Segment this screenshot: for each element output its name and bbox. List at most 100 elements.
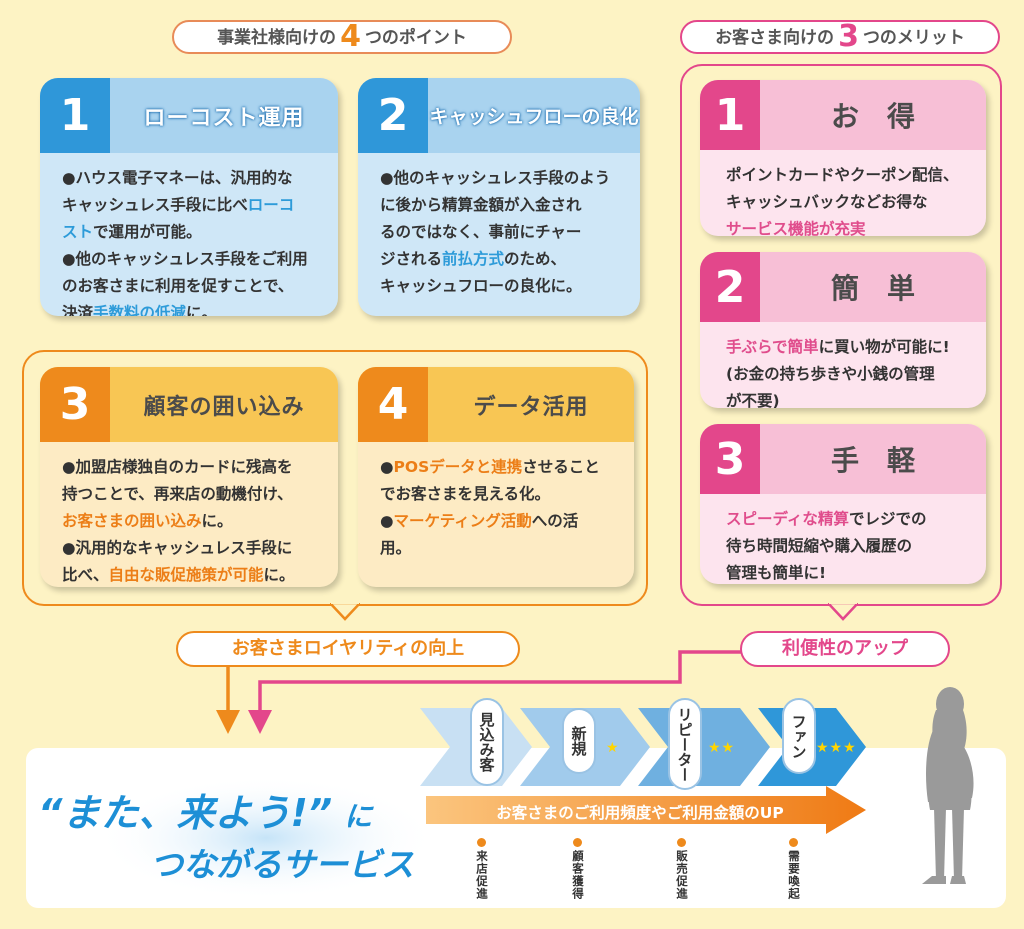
highlight-text: POSデータと連携 [393,458,523,476]
convenience-label: 利便性のアップ [740,631,950,667]
action-label: 需要喚起 [787,850,801,900]
stage-stars: ★ [606,740,620,756]
point-number: 1 [40,78,110,153]
loyalty-label: お客さまロイヤリティの向上 [176,631,520,667]
orange-frame-pointer [330,603,360,621]
stage-stars: ★★★ [816,740,857,756]
body-line: でお客さまを見える化。 [380,481,618,508]
body-line: 持つことで、再来店の動機付け、 [62,481,322,508]
body-text: ●ハウス電子マネーは、汎用的な [62,169,293,187]
body-text: (お金の持ち歩きや小銭の管理 [726,365,935,383]
body-line: キャッシュレス手段に比べローコ [62,192,322,219]
body-line: ポイントカードやクーポン配信、 [726,162,970,189]
highlight-text: スト [62,223,94,241]
action-dot [477,838,486,847]
body-text: キャッシュフローの良化に。 [380,277,582,295]
stage-label: 見込み客 [470,698,504,786]
body-text: 決済 [62,304,94,316]
body-line: 管理も簡単に! [726,560,970,584]
usage-up-label: お客さまのご利用頻度やご利用金額のUP [496,804,784,822]
point-body: ●POSデータと連携させることでお客さまを見える化。●マーケティング活動への活用… [358,442,634,587]
body-text: させること [522,458,600,476]
merit-body: スピーディな精算でレジでの待ち時間短縮や購入履歴の管理も簡単に! [700,494,986,584]
body-text: でお客さまを見える化。 [380,485,551,503]
body-text: のため、 [504,250,567,268]
body-text: 用。 [380,539,412,557]
body-text: ポイントカードやクーポン配信、 [726,166,959,184]
body-line: ●他のキャッシュレス手段をご利用 [62,246,322,273]
body-line: ●マーケティング活動への活 [380,508,618,535]
highlight-text: スピーディな [726,510,818,528]
point-title: データ活用 [473,394,589,420]
body-text: ●加盟店様独自のカードに残高を [62,458,293,476]
merit-number: 3 [700,424,760,494]
body-text: ●他のキャッシュレス手段のよう [380,169,611,187]
body-text: に買い物が可能に! [818,338,950,356]
point-number: 3 [40,367,110,442]
body-text: ●他のキャッシュレス手段をご利用 [62,250,308,268]
point-card-3: 3 顧客の囲い込み ●加盟店様独自のカードに残高を持つことで、再来店の動機付け、お… [40,367,338,587]
body-text: 比べ、 [62,566,109,584]
highlight-text: サービス機能が充実 [726,220,866,236]
body-text: キャッシュレス手段に比べ [62,196,248,214]
slogan-glow [96,776,436,898]
body-text: 待ち時間短縮や購入履歴の [726,537,913,555]
merit-number: 2 [700,252,760,322]
merit-body: ポイントカードやクーポン配信、キャッシュバックなどお得なサービス機能が充実 [700,150,986,236]
body-line: 比べ、自由な販促施策が可能に。 [62,562,322,587]
body-text: に。 [186,304,218,316]
body-line: に後から精算金額が入金され [380,192,624,219]
body-line: 待ち時間短縮や購入履歴の [726,533,970,560]
highlight-text: ローコ [247,196,295,214]
body-line: キャッシュフローの良化に。 [380,273,624,300]
merit-number: 1 [700,80,760,150]
body-text: 管理も簡単に! [726,564,827,582]
body-line: のお客さまに利用を促すことで、 [62,273,322,300]
customer-silhouette-icon [922,687,974,884]
highlight-text: 手数料の低減 [93,304,187,316]
body-text: に。 [201,512,233,530]
stage-label: 新規 [562,708,596,774]
body-line: お客さまの囲い込みに。 [62,508,322,535]
body-line: るのではなく、事前にチャー [380,219,624,246]
usage-up-arrow [426,786,866,834]
action-dot [573,838,582,847]
body-text: ● [380,512,394,530]
body-line: ジされる前払方式のため、 [380,246,624,273]
body-line: スピーディな精算でレジでの [726,506,970,533]
merit-body: 手ぶらで簡単に買い物が可能に! (お金の持ち歩きや小銭の管理が不要) [700,322,986,408]
highlight-text: 簡単 [787,338,819,356]
merit-title: 簡単 [830,272,943,305]
body-text: ● [380,458,394,476]
point-body: ●他のキャッシュレス手段のように後から精算金額が入金されるのではなく、事前にチャ… [358,153,640,316]
body-text: 持つことで、再来店の動機付け、 [62,485,293,503]
point-number: 2 [358,78,428,153]
action-label: 販売促進 [675,850,689,900]
body-text: のお客さまに利用を促すことで、 [62,277,294,295]
body-line: ●ハウス電子マネーは、汎用的な [62,165,322,192]
action-label: 来店促進 [475,850,489,900]
slogan-line2: つながるサービス [150,845,414,884]
body-line: ●加盟店様独自のカードに残高を [62,454,322,481]
body-text: が不要) [726,392,780,408]
body-line: キャッシュバックなどお得な [726,189,970,216]
body-line: (お金の持ち歩きや小銭の管理 [726,361,970,388]
action-dot [677,838,686,847]
body-line: ●汎用的なキャッシュレス手段に [62,535,322,562]
body-text: ジされる [380,250,443,268]
highlight-text: 手ぶらで [726,338,788,356]
stage-label: ファン [782,698,816,774]
body-line: 手ぶらで簡単に買い物が可能に! [726,334,970,361]
body-line: ストで運用が可能。 [62,219,322,246]
pink-frame-pointer [828,603,858,621]
point-title: 顧客の囲い込み [143,394,305,420]
point-number: 4 [358,367,428,442]
body-text: への活 [531,512,579,530]
